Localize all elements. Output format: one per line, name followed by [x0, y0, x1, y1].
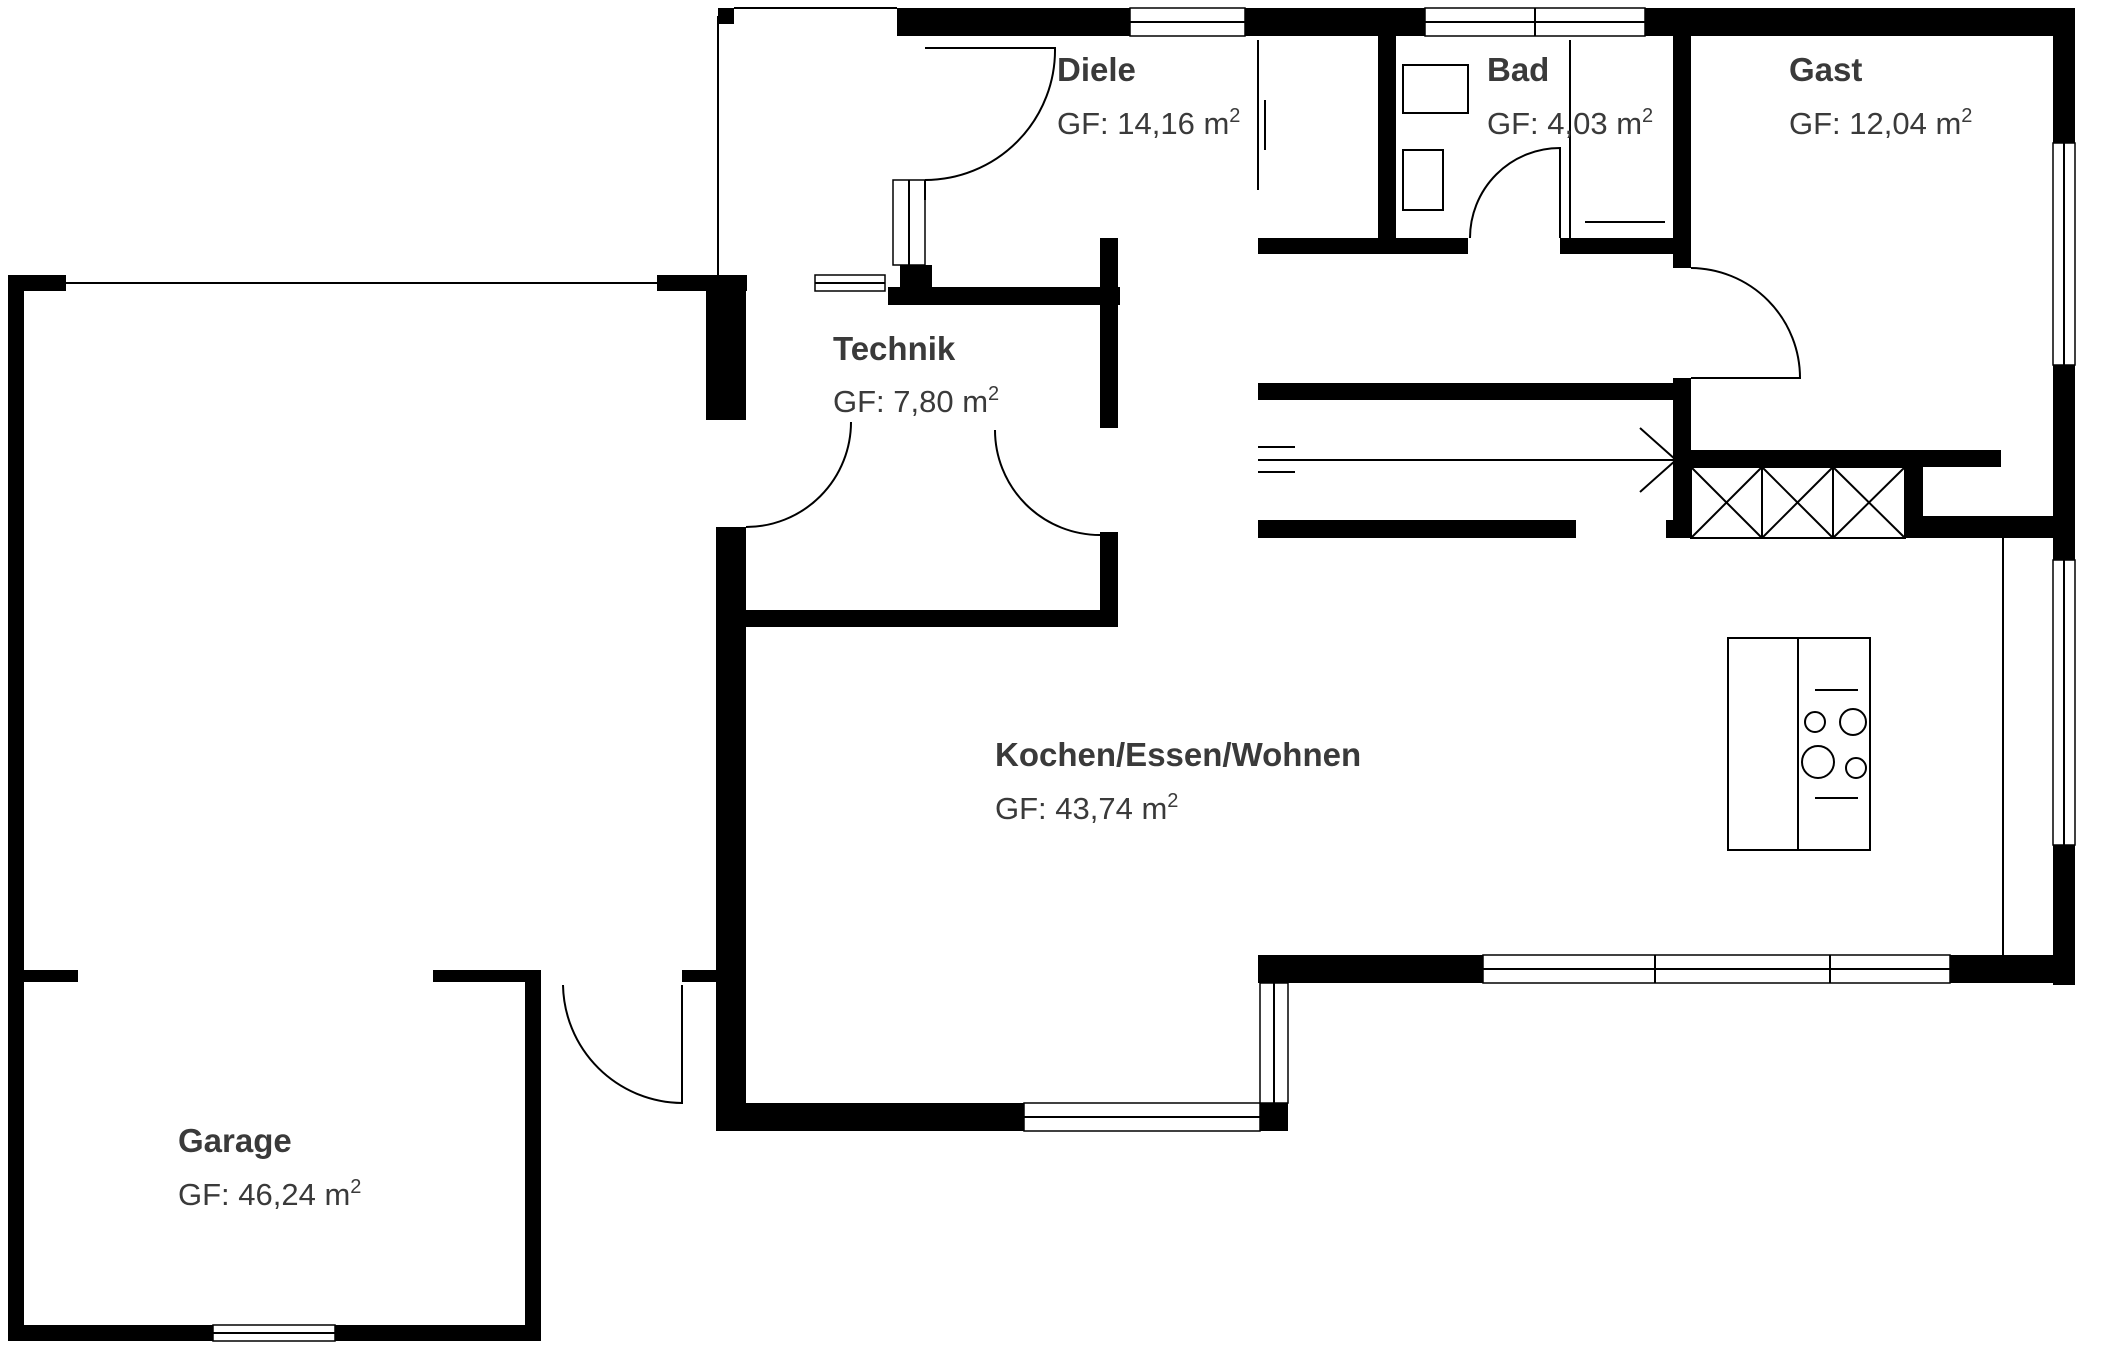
- area-unit-superscript: 2: [1961, 105, 1972, 127]
- room-name-technik: Technik: [833, 330, 956, 367]
- area-unit-superscript: 2: [988, 383, 999, 405]
- room-name-gast: Gast: [1789, 51, 1862, 88]
- room-label-kochen-essen-wohnen: Kochen/Essen/Wohnen GF: 43,74 m2: [995, 736, 1361, 826]
- svg-text:GF: 46,24 m2: GF: 46,24 m2: [178, 1176, 361, 1212]
- svg-text:GF: 12,04 m2: GF: 12,04 m2: [1789, 105, 1972, 141]
- room-name-diele: Diele: [1057, 51, 1136, 88]
- windows: [212, 7, 2076, 1342]
- area-unit-superscript: 2: [1642, 105, 1653, 127]
- room-area-bad: GF: 4,03 m: [1487, 106, 1642, 141]
- room-name-bad: Bad: [1487, 51, 1549, 88]
- room-area-garage: GF: 46,24 m: [178, 1177, 350, 1212]
- room-label-technik: Technik GF: 7,80 m2: [833, 330, 999, 419]
- walls: [8, 8, 2075, 1341]
- door-swings: [66, 7, 2004, 1105]
- kitchen-island: [1727, 637, 1871, 851]
- room-label-bad: Bad GF: 4,03 m2: [1487, 51, 1653, 141]
- svg-text:GF: 7,80 m2: GF: 7,80 m2: [833, 383, 999, 419]
- room-area-gast: GF: 12,04 m: [1789, 106, 1961, 141]
- room-area-kochen: GF: 43,74 m: [995, 791, 1167, 826]
- room-area-diele: GF: 14,16 m: [1057, 106, 1229, 141]
- area-unit-superscript: 2: [350, 1176, 361, 1198]
- room-area-technik: GF: 7,80 m: [833, 384, 988, 419]
- svg-text:GF: 43,74 m2: GF: 43,74 m2: [995, 790, 1178, 826]
- area-unit-superscript: 2: [1229, 105, 1240, 127]
- svg-text:GF: 4,03 m2: GF: 4,03 m2: [1487, 105, 1653, 141]
- room-name-garage: Garage: [178, 1122, 292, 1159]
- room-name-kochen: Kochen/Essen/Wohnen: [995, 736, 1361, 773]
- room-label-garage: Garage GF: 46,24 m2: [178, 1122, 361, 1212]
- room-label-gast: Gast GF: 12,04 m2: [1789, 51, 1972, 141]
- svg-text:GF: 14,16 m2: GF: 14,16 m2: [1057, 105, 1240, 141]
- room-label-diele: Diele GF: 14,16 m2: [1057, 51, 1240, 141]
- area-unit-superscript: 2: [1167, 790, 1178, 812]
